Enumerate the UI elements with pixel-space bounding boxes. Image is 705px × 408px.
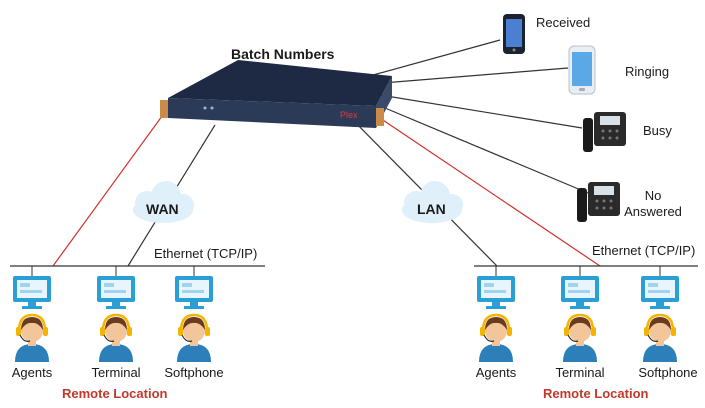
phone-label-busy: Busy bbox=[643, 123, 672, 138]
user-label: Softphone bbox=[164, 365, 224, 380]
lan-line bbox=[344, 111, 498, 267]
agent-headset-icon bbox=[177, 313, 211, 362]
location-label-right: Remote Location bbox=[543, 386, 649, 401]
agent-headset-icon bbox=[563, 313, 597, 362]
monitor-icon bbox=[477, 276, 515, 309]
user-label: Terminal bbox=[91, 365, 141, 380]
monitor-icon bbox=[561, 276, 599, 309]
red-line-left bbox=[52, 111, 166, 267]
device-brand: Plex bbox=[340, 110, 358, 120]
cloud-label-wan: WAN bbox=[146, 201, 179, 217]
phone-label-no-answered: No Answered bbox=[624, 188, 682, 219]
phone-label-received: Received bbox=[536, 15, 591, 30]
rack-ear-right bbox=[376, 108, 384, 126]
rack-ear-left bbox=[160, 100, 168, 118]
device-title: Batch Numbers bbox=[231, 46, 335, 62]
user-label: Terminal bbox=[555, 365, 605, 380]
line-busy bbox=[379, 94, 583, 129]
red-line-right bbox=[367, 109, 601, 267]
user-label: Agents bbox=[475, 365, 517, 380]
agent-headset-icon bbox=[15, 313, 49, 362]
ethernet-label-left: Ethernet (TCP/IP) bbox=[154, 246, 258, 261]
user-label: Agents bbox=[11, 365, 53, 380]
line-ringing bbox=[357, 67, 569, 86]
agent-headset-icon bbox=[479, 313, 513, 362]
smartphone-icon bbox=[568, 45, 596, 95]
cloud-label-lan: LAN bbox=[417, 201, 446, 217]
pbx-device: Plex bbox=[160, 60, 392, 128]
connection-lines bbox=[10, 39, 698, 267]
phone-label-ringing: Ringing bbox=[625, 64, 670, 79]
location-label-left: Remote Location bbox=[62, 386, 168, 401]
monitor-icon bbox=[175, 276, 213, 309]
desk-phone-icon bbox=[583, 112, 626, 152]
agent-headset-icon bbox=[643, 313, 677, 362]
ethernet-label-right: Ethernet (TCP/IP) bbox=[592, 243, 696, 258]
desk-phone-icon bbox=[577, 182, 620, 222]
monitor-icon bbox=[641, 276, 679, 309]
wan-cloud bbox=[133, 181, 194, 223]
line-received bbox=[354, 39, 501, 81]
user-label: Softphone bbox=[638, 365, 698, 380]
lan-cloud bbox=[402, 181, 463, 223]
smartphone-icon bbox=[503, 14, 525, 54]
monitor-icon bbox=[97, 276, 135, 309]
monitor-icon bbox=[13, 276, 51, 309]
agent-headset-icon bbox=[99, 313, 133, 362]
user-stations bbox=[13, 266, 679, 362]
line-no-answer bbox=[384, 107, 589, 194]
